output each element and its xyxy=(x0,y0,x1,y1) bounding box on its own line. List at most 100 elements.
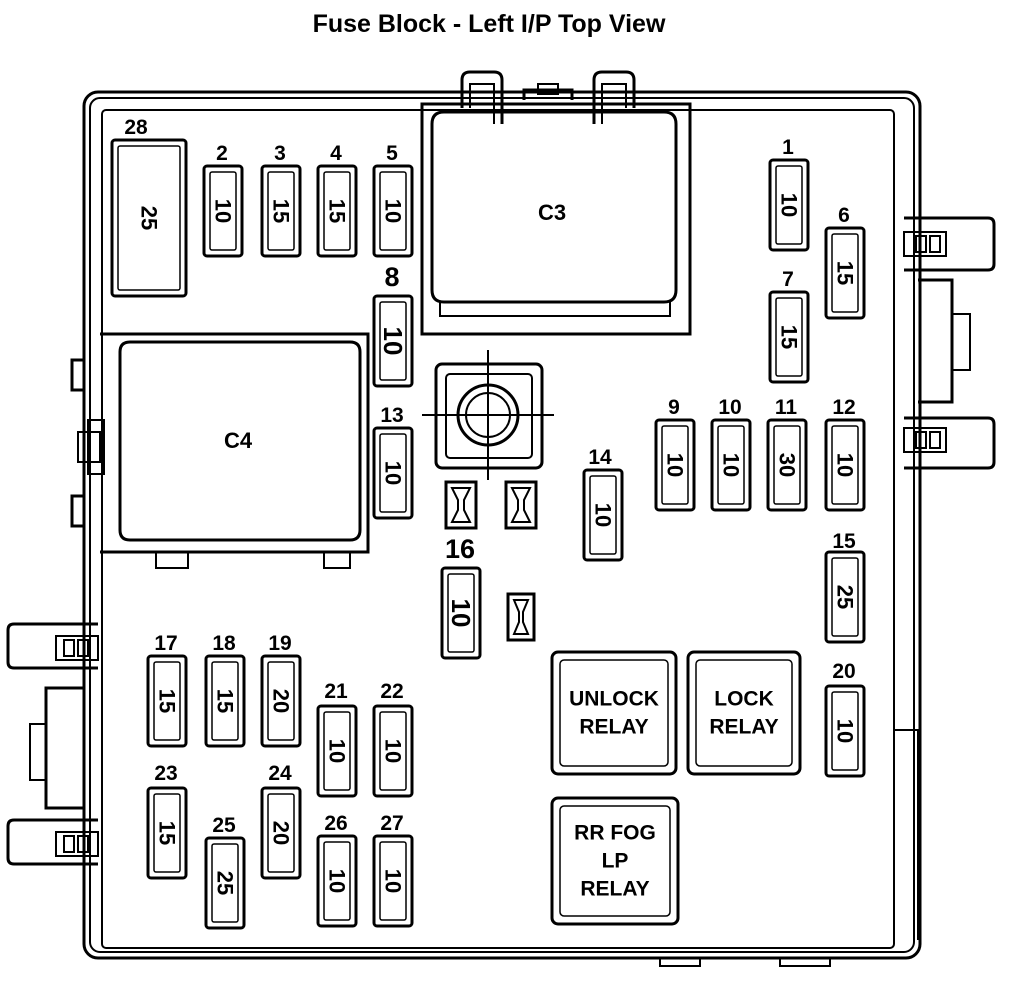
fuse-window xyxy=(379,433,407,513)
fuse-27: 27 10 xyxy=(372,812,414,928)
fuse-amp-rating: 15 xyxy=(155,689,180,713)
fuse-amp-rating: 10 xyxy=(325,739,350,763)
housing xyxy=(6,70,996,967)
fuse-window xyxy=(589,475,617,555)
fuse-window xyxy=(379,171,407,251)
fuse-window xyxy=(153,793,181,873)
fuse-window xyxy=(211,843,239,923)
fuse-amp-rating: 10 xyxy=(833,719,858,743)
fuse-window xyxy=(379,301,407,381)
fuse-number-label: 9 xyxy=(668,396,680,419)
fuse-number-label: 20 xyxy=(832,660,855,683)
fuse-amp-rating: 10 xyxy=(211,199,236,223)
fuse-window xyxy=(323,171,351,251)
relay-label-line: LOCK xyxy=(714,688,774,711)
fuse-24: 24 20 xyxy=(260,762,302,880)
fuse-amp-rating: 25 xyxy=(833,585,858,609)
connector-c3: C3 xyxy=(420,102,692,336)
fuse-1: 1 10 xyxy=(768,136,810,252)
fuse-amp-rating: 10 xyxy=(381,739,406,763)
fuse-amp-rating: 15 xyxy=(269,199,294,223)
fuse-amp-rating: 10 xyxy=(719,453,744,477)
fuse-amp-rating: 10 xyxy=(663,453,688,477)
fuse-number-label: 6 xyxy=(838,204,850,227)
fuse-window xyxy=(831,233,859,313)
fuse-window xyxy=(831,425,859,505)
fuse-number-label: 19 xyxy=(268,632,291,655)
fuse-4: 4 15 xyxy=(316,142,358,258)
fuse-amp-rating: 10 xyxy=(378,327,408,356)
fuse-number-label: 8 xyxy=(384,262,399,292)
fuse-window xyxy=(153,661,181,741)
fuse-number-label: 15 xyxy=(832,530,856,553)
fuse-number-label: 28 xyxy=(124,116,148,139)
fuse-number-label: 27 xyxy=(380,812,403,835)
fuse-amp-rating: 10 xyxy=(446,599,476,628)
fuse-amp-rating: 30 xyxy=(775,453,800,477)
fuse-amp-rating: 10 xyxy=(833,453,858,477)
fuse-8: 8 10 xyxy=(372,262,414,388)
fuse-22: 22 10 xyxy=(372,680,414,798)
fuse-window xyxy=(447,573,475,653)
fuse-window xyxy=(267,171,295,251)
fuse-2: 2 10 xyxy=(202,142,244,258)
fuse-3: 315 xyxy=(260,142,302,258)
fuse-number-label: 5 xyxy=(386,142,398,165)
fuse-amp-rating: 10 xyxy=(777,193,802,217)
fuse-number-label: 12 xyxy=(832,396,855,419)
fuse-number-label: 23 xyxy=(154,762,177,785)
fuse-amp-rating: 20 xyxy=(269,821,294,845)
connector-label-c4: C4 xyxy=(224,428,253,453)
fuse-window xyxy=(661,425,689,505)
fuse-12: 12 10 xyxy=(824,396,866,512)
fuse-amp-rating: 15 xyxy=(325,199,350,223)
fuse-window xyxy=(775,297,803,377)
fuse-7: 7 15 xyxy=(768,268,810,384)
fuse-amp-rating: 15 xyxy=(155,821,180,845)
fuse-window xyxy=(323,841,351,921)
fuse-amp-rating: 10 xyxy=(591,503,616,527)
fuse-5: 5 10 xyxy=(372,142,414,258)
fuse-amp-rating: 25 xyxy=(213,871,238,895)
fuse-number-label: 26 xyxy=(324,812,347,835)
fuse-number-label: 24 xyxy=(268,762,292,785)
fuse-window xyxy=(379,711,407,791)
fuse-amp-rating: 10 xyxy=(381,199,406,223)
fuse-number-label: 21 xyxy=(324,680,348,703)
relay-inner xyxy=(695,659,793,767)
fuse-amp-rating: 15 xyxy=(213,689,238,713)
fuse-amp-rating: 15 xyxy=(777,325,802,349)
diagram-title: Fuse Block - Left I/P Top View xyxy=(313,10,666,38)
fuse-number-label: 1 xyxy=(782,136,794,159)
mounting-stud xyxy=(422,350,554,480)
relay-inner xyxy=(559,659,669,767)
fuse-number-label: 13 xyxy=(380,404,403,427)
fuse-window xyxy=(773,425,801,505)
fuse-window xyxy=(267,661,295,741)
fuse-amp-rating: 10 xyxy=(381,869,406,893)
fuse-number-label: 22 xyxy=(380,680,403,703)
fuse-6: 615 xyxy=(824,204,866,320)
fuse-number-label: 2 xyxy=(216,142,228,165)
fuse-window xyxy=(267,793,295,873)
connector-c4: C4 xyxy=(100,332,370,569)
fuse-number-label: 18 xyxy=(212,632,236,655)
fuse-number-label: 4 xyxy=(330,142,342,165)
relay-label-line: RELAY xyxy=(709,716,778,739)
fuse-number-label: 7 xyxy=(782,268,794,291)
fuse-number-label: 14 xyxy=(588,446,612,469)
relay-label-line: UNLOCK xyxy=(569,688,659,711)
fuse-number-label: 11 xyxy=(775,396,798,419)
